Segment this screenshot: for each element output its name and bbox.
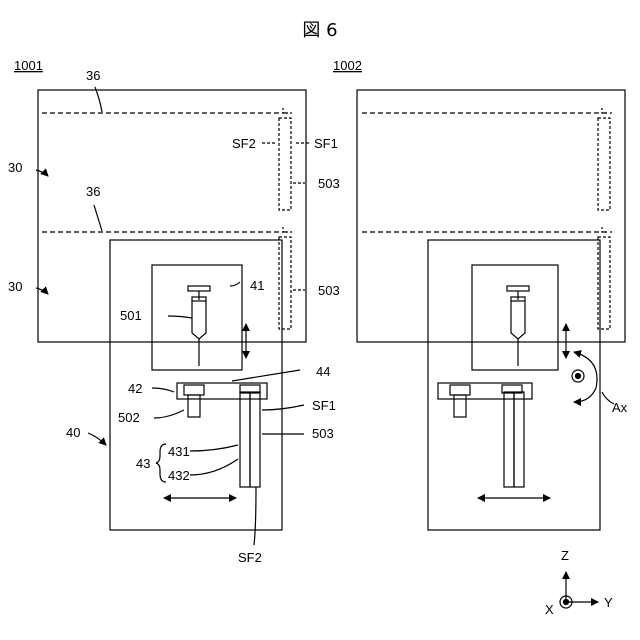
figure-title: 図 6 (302, 20, 337, 41)
ref-36-mid: 36 (86, 184, 100, 199)
housing-box (38, 90, 306, 342)
housing-box-right (357, 90, 625, 342)
part-431 (240, 392, 250, 487)
ref-501: 501 (120, 308, 142, 323)
axis-x-label: X (545, 602, 554, 617)
ref-sf1-lower: SF1 (312, 398, 336, 413)
ref-44: 44 (316, 364, 330, 379)
container-503-top (279, 118, 291, 210)
ref-30-bottom: 30 (8, 279, 22, 294)
coordinate-axes (560, 572, 598, 608)
label-1002: 1002 (333, 58, 362, 73)
syringe-501 (188, 286, 210, 366)
axis-y-label: Y (604, 595, 613, 610)
axis-z-label: Z (561, 548, 569, 563)
ref-432: 432 (168, 468, 190, 483)
ref-42: 42 (128, 381, 142, 396)
ref-431: 431 (168, 444, 190, 459)
ref-503-mid: 503 (318, 283, 340, 298)
part-502-head (184, 385, 204, 395)
ref-40: 40 (66, 425, 80, 440)
ref-ax: Ax (612, 400, 628, 415)
ref-503-top: 503 (318, 176, 340, 191)
ref-30-top: 30 (8, 160, 22, 175)
ref-502: 502 (118, 410, 140, 425)
unit-41-right (472, 265, 558, 370)
container-503-mid (279, 237, 291, 329)
part-502 (188, 395, 200, 417)
ref-sf2-lower: SF2 (238, 550, 262, 565)
ref-41: 41 (250, 278, 264, 293)
panel-1002 (357, 90, 625, 530)
label-1001: 1001 (14, 58, 43, 73)
ref-sf1: SF1 (314, 136, 338, 151)
part-432 (250, 392, 260, 487)
unit-41 (152, 265, 242, 370)
ref-43: 43 (136, 456, 150, 471)
ref-36-top: 36 (86, 68, 100, 83)
ref-sf2: SF2 (232, 136, 256, 151)
syringe-501-right (507, 286, 529, 366)
ref-503-lower: 503 (312, 426, 334, 441)
